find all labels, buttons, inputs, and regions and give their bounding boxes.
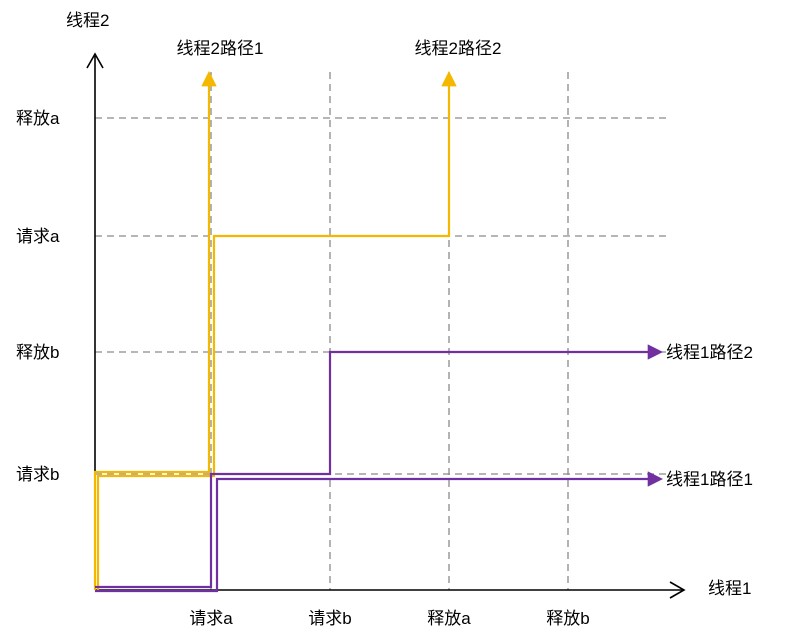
x-axis-arrow-icon [669, 581, 686, 599]
thread2-path1-line [93, 70, 217, 590]
x-tick-2: 请求b [308, 609, 351, 628]
thread1-path2-line [95, 344, 664, 589]
thread1-path2-label: 线程1路径2 [666, 343, 753, 362]
x-axis-title: 线程1 [708, 579, 751, 598]
y-axis-title: 线程2 [66, 11, 109, 30]
y-tick-2: 释放b [16, 343, 59, 362]
x-tick-1: 请求a [189, 609, 233, 628]
x-tick-4: 释放b [546, 609, 589, 628]
x-tick-3: 释放a [427, 609, 471, 628]
y-tick-3: 请求a [16, 227, 60, 246]
grid-lines [95, 72, 668, 590]
thread2-path2-line [96, 70, 457, 590]
y-tick-4: 释放a [16, 109, 60, 128]
thread2-path1-label: 线程2路径1 [177, 39, 264, 58]
y-axis-arrow-icon [86, 52, 104, 69]
thread2-path2-label: 线程2路径2 [415, 39, 502, 58]
y-tick-1: 请求b [16, 465, 59, 484]
thread1-path1-line [95, 471, 664, 593]
thread1-path1-label: 线程1路径1 [666, 470, 753, 489]
